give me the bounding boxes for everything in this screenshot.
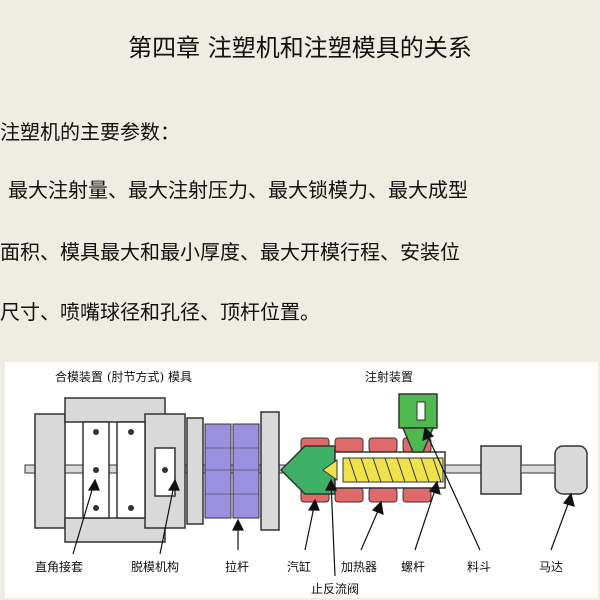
toggle-links	[82, 421, 176, 519]
slide-title: 第四章 注塑机和注塑模具的关系	[128, 34, 472, 62]
toggle-pins	[93, 429, 168, 511]
label-screw: 螺杆	[401, 560, 426, 574]
fixed-platen	[260, 411, 280, 531]
check-valve	[322, 459, 338, 481]
screw-flights	[348, 457, 442, 483]
label-hopper: 料斗	[467, 560, 492, 574]
injection-machine-diagram: 合模装置 (肘节方式) 模具 注射装置 直角接套 脱模机构 拉杆 汽缸 加热器 …	[5, 362, 598, 598]
callout-arrows	[72, 426, 575, 577]
label-ejector: 脱模机构	[131, 560, 180, 574]
label-clamp-unit: 合模装置 (肘节方式) 模具	[55, 370, 192, 384]
label-injection-unit: 注射装置	[365, 370, 414, 384]
text-line-3: 面积、模具最大和最小厚度、最大开模行程、安装位	[0, 240, 460, 264]
label-cylinder: 汽缸	[287, 560, 312, 574]
label-check-valve: 止反流阀	[311, 582, 360, 596]
label-toggle-joint: 直角接套	[35, 560, 84, 574]
label-tie-bar: 拉杆	[225, 560, 250, 574]
machine-drawing	[24, 393, 588, 577]
text-line-4: 尺寸、喷嘴球径和孔径、顶杆位置。	[0, 300, 320, 324]
text-line-1: 注塑机的主要参数：	[0, 120, 180, 144]
mold	[204, 423, 260, 519]
moving-platen	[186, 417, 204, 525]
text-line-2: 最大注射量、最大注射压力、最大锁模力、最大成型	[8, 178, 468, 202]
label-heater: 加热器	[341, 560, 378, 574]
label-motor: 马达	[539, 560, 564, 574]
